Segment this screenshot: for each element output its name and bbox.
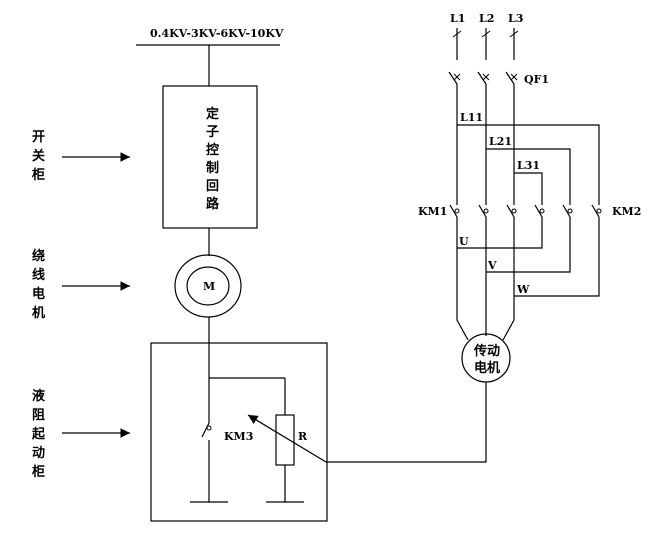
switchgear-char-3: 柜	[31, 167, 45, 183]
output-w-label: W	[516, 283, 530, 296]
starter-char-2: 阻	[32, 408, 45, 423]
starter-char-3: 起	[31, 426, 46, 442]
starter-to-drive-link	[326, 382, 487, 463]
tap-l21-label: L21	[489, 135, 512, 148]
phase-l1-top	[452, 28, 462, 60]
output-u-line	[456, 217, 469, 341]
qf1-label: QF1	[524, 73, 549, 86]
wound-motor-char-4: 机	[32, 305, 45, 321]
stator-char-6: 路	[206, 196, 220, 212]
km2-label: KM2	[612, 205, 641, 218]
reverse-v	[486, 217, 571, 273]
starter-char-4: 动	[32, 446, 45, 461]
resistor-label: R	[298, 430, 308, 443]
stator-char-4: 制	[206, 160, 219, 176]
tap-l11-label: L11	[460, 111, 483, 124]
phase-l2-top	[481, 28, 491, 60]
km1-km2-contacts	[449, 204, 602, 218]
phase-l3-top	[509, 28, 519, 60]
starter-char-5: 柜	[31, 464, 45, 480]
output-w-line	[502, 217, 515, 341]
wound-motor-char-1: 绕	[32, 248, 45, 264]
drive-motor-label-2: 电机	[474, 360, 500, 376]
phase-l2-label: L2	[479, 12, 494, 25]
phase-l1-label: L1	[450, 12, 465, 25]
output-u-label: U	[459, 235, 469, 248]
drive-motor-label-1: 传动	[473, 343, 500, 359]
km3-contact	[206, 425, 212, 431]
starter-char-1: 液	[32, 388, 45, 404]
stator-control-box	[162, 85, 258, 229]
reverse-u	[457, 217, 543, 249]
qf1-breaker	[448, 71, 518, 85]
wound-motor-outer	[174, 254, 242, 318]
switchgear-char-2: 关	[32, 148, 45, 164]
wound-motor-inner	[186, 266, 230, 306]
output-v-label: V	[487, 259, 497, 272]
tap-l11	[457, 124, 600, 205]
wound-motor-char-2: 线	[32, 267, 45, 283]
reverse-w	[514, 217, 600, 297]
bus-voltage-label: 0.4KV-3KV-6KV-10KV	[150, 27, 284, 40]
liquid-starter-box	[150, 342, 328, 522]
stator-char-1: 定	[205, 106, 219, 122]
stator-char-2: 子	[206, 125, 219, 140]
motor-label: M	[203, 280, 215, 293]
km3-label: KM3	[224, 430, 253, 443]
km3-blade	[201, 422, 210, 438]
switchgear-char-1: 开	[32, 130, 45, 145]
resistor	[275, 414, 295, 466]
tap-l21	[486, 148, 571, 205]
km1-label: KM1	[418, 205, 447, 218]
tap-l31-label: L31	[517, 159, 540, 172]
wound-motor-char-3: 电	[32, 286, 45, 302]
phase-l3-label: L3	[508, 12, 523, 25]
resistor-adjust-arrow	[247, 414, 327, 463]
drive-motor	[461, 333, 511, 383]
stator-char-3: 控	[206, 142, 219, 158]
stator-char-5: 回	[206, 179, 219, 194]
tap-l31	[514, 172, 543, 205]
